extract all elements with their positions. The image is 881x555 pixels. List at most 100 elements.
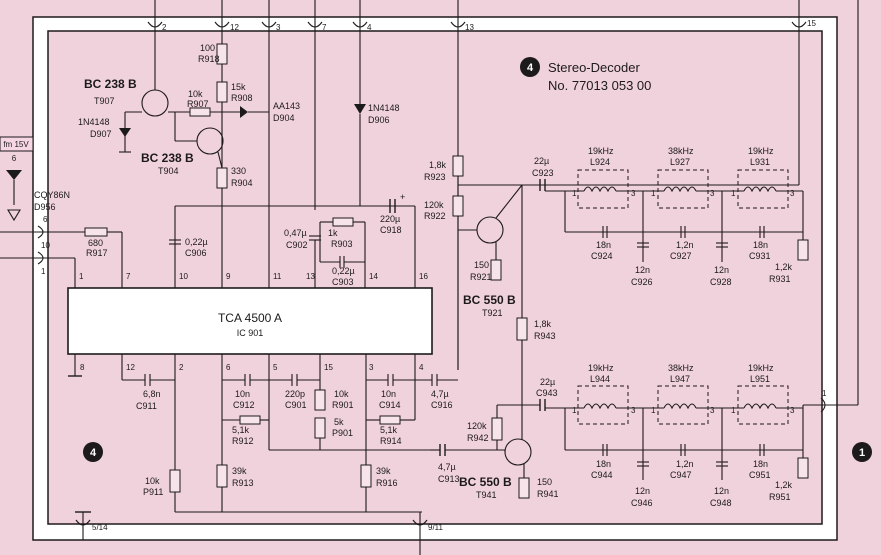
filt-b-pin1: 1 (651, 189, 656, 198)
d904-ref: D904 (273, 113, 295, 123)
r923-value: 1,8k (429, 160, 447, 170)
ic-pin-3: 3 (369, 363, 374, 372)
t941-type: BC 550 B (459, 475, 512, 489)
d907-type: 1N4148 (78, 117, 110, 127)
t904-ref: T904 (158, 166, 179, 176)
r917-resistor (84, 227, 108, 237)
output-pin-1-label: 1 (822, 389, 827, 398)
r901-resistor (314, 389, 326, 411)
board-inner-frame (47, 30, 823, 525)
module-badge-left (83, 442, 103, 462)
module-badge-right-text: 1 (859, 447, 865, 459)
filt-c-pin1: 1 (731, 189, 736, 198)
l951-ref: L951 (750, 374, 770, 384)
l931-coil-icon (743, 186, 777, 193)
d907-ref: D907 (90, 129, 112, 139)
r931-resistor (797, 239, 809, 261)
t921-type: BC 550 B (463, 293, 516, 307)
c906-ref: C906 (185, 248, 207, 258)
r922-value: 120k (424, 200, 444, 210)
c944-value: 18n (596, 459, 611, 469)
pin-7-label: 7 (322, 23, 327, 32)
t907-ref: T907 (94, 96, 115, 106)
filt-f-pin3: 3 (790, 406, 795, 415)
c948-ref: C948 (710, 498, 732, 508)
c946-ref: C946 (631, 498, 653, 508)
ic-pin-9: 9 (226, 272, 231, 281)
l944-ref: L944 (590, 374, 610, 384)
module-badge-right (852, 442, 872, 462)
p901-pot (314, 417, 326, 439)
r942-ref: R942 (467, 433, 489, 443)
r922-ref: R922 (424, 211, 446, 221)
in-pin-6: 6 (43, 215, 48, 224)
ic-pin-11: 11 (273, 272, 282, 281)
top-connectors (147, 0, 807, 28)
c901-ref: C901 (285, 400, 307, 410)
p911-pot (169, 469, 181, 493)
t941-ref: T941 (476, 490, 497, 500)
r916-ref: R916 (376, 478, 398, 488)
c912-ref: C912 (233, 400, 255, 410)
pin-15-label: 15 (807, 19, 816, 28)
c943-ref: C943 (536, 388, 558, 398)
l924-freq: 19kHz (588, 146, 614, 156)
r908-resistor (216, 81, 228, 103)
r917-value: 680 (88, 238, 103, 248)
r941-ref: R941 (537, 489, 559, 499)
r931-ref: R931 (769, 274, 791, 284)
r914-ref: R914 (380, 436, 402, 446)
r921-resistor (490, 259, 502, 281)
c926-value: 12n (635, 265, 650, 275)
r913-resistor (216, 464, 228, 488)
r914-value: 5,1k (380, 425, 398, 435)
filt-a-pin1: 1 (572, 189, 577, 198)
ic-pin-15: 15 (324, 363, 333, 372)
r903-resistor (332, 217, 354, 227)
r942-value: 120k (467, 421, 487, 431)
l947-coil-icon (663, 403, 697, 410)
l924-filter (577, 169, 629, 209)
c947-ref: C947 (670, 470, 692, 480)
l947-ref: L947 (670, 374, 690, 384)
c916-value: 4,7µ (431, 389, 449, 399)
ic-pin-7: 7 (126, 272, 131, 281)
ic-pin-5: 5 (273, 363, 278, 372)
r918-ref: R918 (198, 54, 220, 64)
ic-pin-14: 14 (369, 272, 378, 281)
c931-value: 18n (753, 240, 768, 250)
r931-value: 1,2k (775, 262, 793, 272)
l944-freq: 19kHz (588, 363, 614, 373)
p901-ref: P901 (332, 428, 353, 438)
r901-value: 10k (334, 389, 349, 399)
r923-ref: R923 (424, 172, 446, 182)
c924-ref: C924 (591, 251, 613, 261)
c946-value: 12n (635, 486, 650, 496)
l947-filter (657, 385, 709, 425)
t907-type: BC 238 B (84, 77, 137, 91)
r951-ref: R951 (769, 492, 791, 502)
c913-ref: C913 (438, 474, 460, 484)
d956-led-icon (7, 209, 21, 222)
t921-ref: T921 (482, 308, 503, 318)
l951-freq: 19kHz (748, 363, 774, 373)
ic-pin-12: 12 (126, 363, 135, 372)
c951-value: 18n (753, 459, 768, 469)
d956-ref: D956 (34, 202, 56, 212)
bottom-pin-left-label: 5/14 (92, 523, 108, 532)
ic-pin-2: 2 (179, 363, 184, 372)
l944-coil-icon (583, 403, 617, 410)
ic-pin-1: 1 (79, 272, 84, 281)
l927-filter (657, 169, 709, 209)
l927-coil-icon (663, 186, 697, 193)
c918-value: 220µ (380, 214, 400, 224)
r941-resistor (518, 477, 530, 499)
ic-pin-8: 8 (80, 363, 85, 372)
fm-supply-label: fm 15V (3, 140, 29, 149)
r921-value: 150 (474, 260, 489, 270)
c901-value: 220p (285, 389, 305, 399)
r951-resistor (797, 457, 809, 479)
l931-ref: L931 (750, 157, 770, 167)
pin-2-label: 2 (162, 23, 167, 32)
c918-plus: + (400, 192, 405, 202)
